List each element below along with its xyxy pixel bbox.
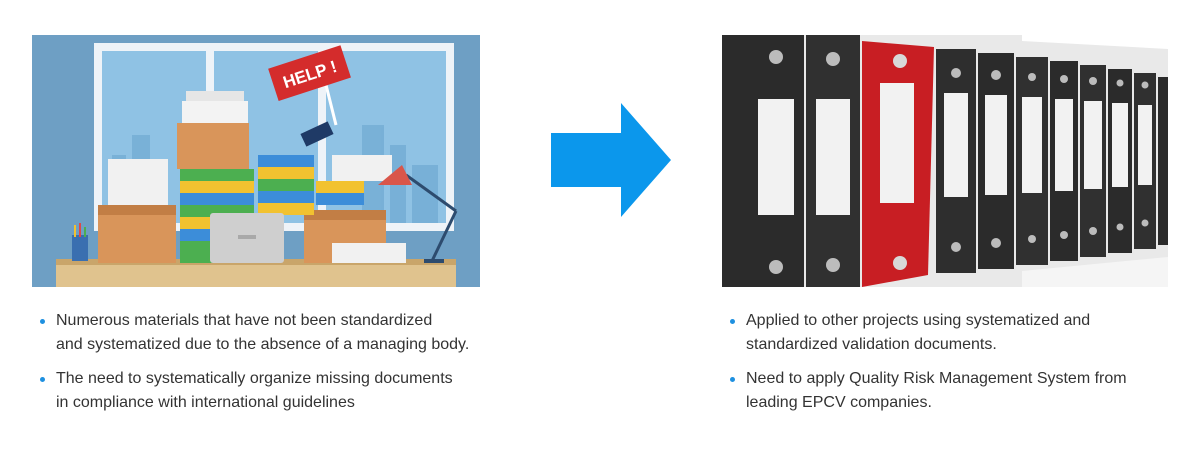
arrow-right-icon xyxy=(551,103,671,217)
list-item: Applied to other projects using systemat… xyxy=(722,309,1168,357)
list-item: Need to apply Quality Risk Management Sy… xyxy=(722,367,1168,415)
bullet-line: The need to systematically organize miss… xyxy=(56,370,453,387)
list-item: Numerous materials that have not been st… xyxy=(32,309,480,357)
after-panel: Applied to other projects using systemat… xyxy=(722,35,1168,425)
before-panel: HELP ! Numerous materials that have not … xyxy=(32,35,480,425)
bullet-line: Numerous materials that have not been st… xyxy=(56,312,433,329)
bullet-line: and systematized due to the absence of a… xyxy=(56,336,470,353)
bullet-dot-icon xyxy=(730,319,735,324)
bullet-line: leading EPCV companies. xyxy=(746,394,932,411)
bullet-dot-icon xyxy=(730,377,735,382)
organized-binders-photo xyxy=(722,35,1168,287)
before-bullet-list: Numerous materials that have not been st… xyxy=(32,309,480,415)
list-item: The need to systematically organize miss… xyxy=(32,367,480,415)
bullet-line: standardized validation documents. xyxy=(746,336,997,353)
bullet-dot-icon xyxy=(40,319,45,324)
bullet-line: Applied to other projects using systemat… xyxy=(746,312,1091,329)
bullet-line: Need to apply Quality Risk Management Sy… xyxy=(746,370,1127,387)
after-bullet-list: Applied to other projects using systemat… xyxy=(722,309,1168,415)
cluttered-office-illustration: HELP ! xyxy=(32,35,480,287)
bullet-line: in compliance with international guideli… xyxy=(56,394,355,411)
bullet-dot-icon xyxy=(40,377,45,382)
binder-row xyxy=(722,35,1168,287)
